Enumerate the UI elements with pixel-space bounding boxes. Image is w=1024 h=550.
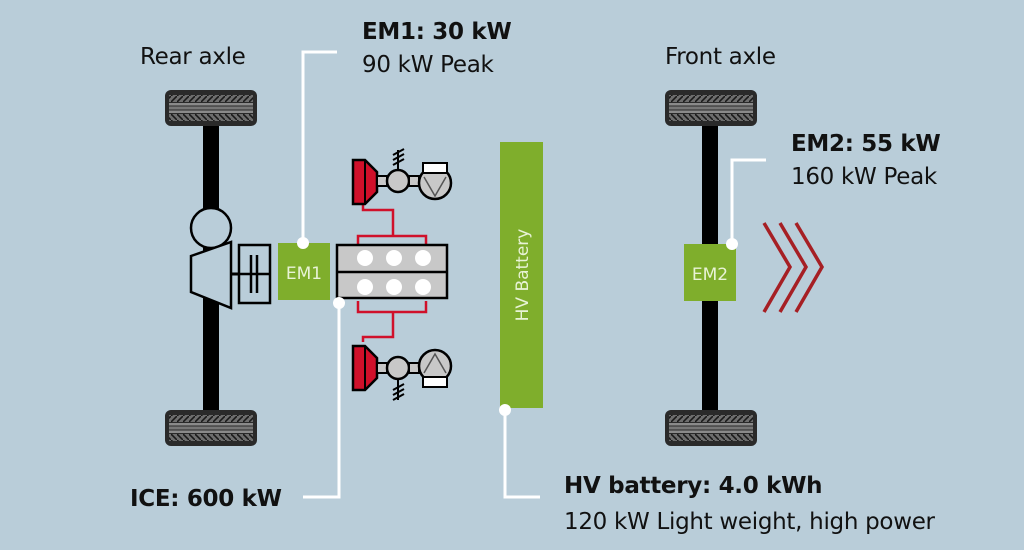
em2-leader-line (730, 158, 766, 244)
rear-axle (165, 90, 272, 446)
em1-motor: EM1 (278, 243, 330, 300)
hv-battery: HV Battery (500, 142, 543, 408)
battery-callout-detail: 120 kW Light weight, high power (564, 509, 935, 535)
turbocharger-top (351, 148, 453, 206)
cylinder (386, 250, 402, 266)
battery-leader-line (503, 410, 540, 499)
cylinder (415, 279, 431, 295)
shaft-bearing-icon (385, 168, 411, 194)
hv-battery-box (500, 142, 543, 408)
em2-callout-detail: 160 kW Peak (791, 164, 937, 190)
em2-box-label: EM2 (692, 265, 728, 285)
ice-callout-title: ICE: 600 kW (130, 486, 282, 512)
shaft-bearing-icon (385, 355, 411, 381)
cylinder (415, 250, 431, 266)
em1-callout-detail: 90 kW Peak (362, 52, 494, 78)
ice-engine (335, 148, 453, 401)
ice-leader-dot (333, 297, 345, 309)
battery-leader-dot (499, 404, 511, 416)
front-left-tire (665, 90, 757, 126)
rear-right-tire (165, 410, 257, 446)
gearbox-icon (189, 240, 233, 310)
hv-battery-box-label: HV Battery (513, 229, 533, 322)
em1-leader-line (301, 50, 337, 243)
em2-callout-title: EM2: 55 kW (791, 131, 941, 157)
em2-motor: EM2 (684, 244, 736, 301)
front-axle-label: Front axle (665, 44, 776, 70)
battery-callout-title: HV battery: 4.0 kWh (564, 473, 823, 499)
em2-box (684, 244, 736, 301)
em1-callout-title: EM1: 30 kW (362, 19, 512, 45)
ice-leader-line (303, 303, 341, 499)
em1-callout: EM1: 30 kW 90 kW Peak (362, 16, 512, 82)
cylinder (357, 279, 373, 295)
em1-box (278, 243, 330, 300)
rear-axle-label: Rear axle (140, 44, 246, 70)
em1-leader-dot (297, 237, 309, 249)
em2-callout: EM2: 55 kW 160 kW Peak (791, 128, 941, 194)
em2-leader-dot (726, 238, 738, 250)
cylinder (357, 250, 373, 266)
ice-callout: ICE: 600 kW (130, 483, 282, 516)
battery-callout: HV battery: 4.0 kWh 120 kW Light weight,… (564, 468, 935, 540)
em1-box-label: EM1 (286, 264, 322, 284)
triple-chevron-right-icon (762, 222, 825, 313)
cylinder (386, 279, 402, 295)
differential-icon (189, 206, 233, 250)
turbocharger-bottom (351, 344, 453, 401)
front-right-tire (665, 410, 757, 446)
rear-left-tire (165, 90, 257, 126)
